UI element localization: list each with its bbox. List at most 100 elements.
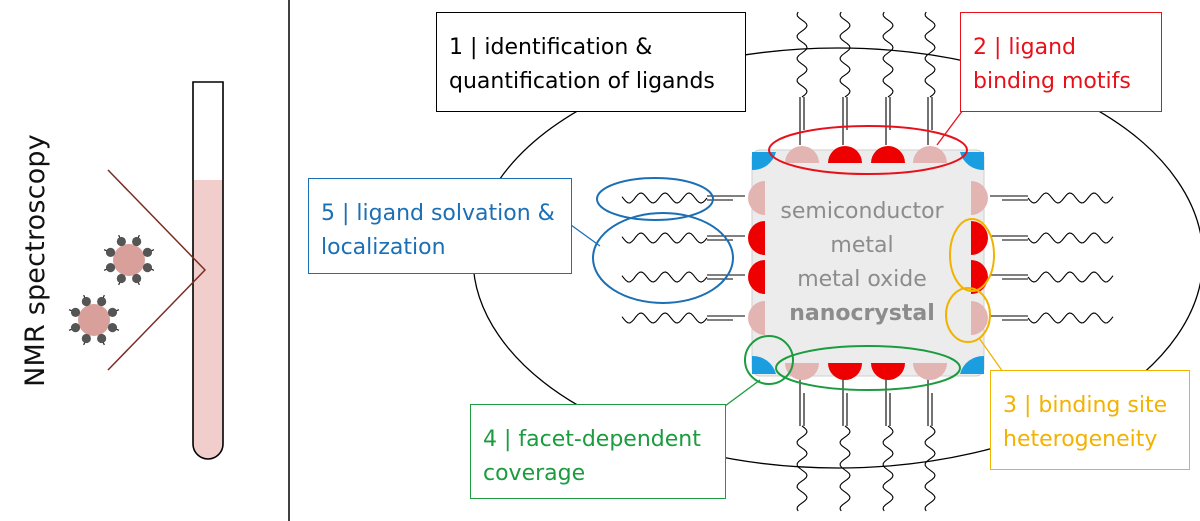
binding-sites-group bbox=[748, 146, 988, 380]
core-label-nanocrystal: nanocrystal bbox=[789, 301, 935, 326]
connector-binding-motifs bbox=[936, 109, 964, 146]
particle-ligand-head bbox=[81, 333, 91, 344]
callout-identification-line2: quantification of ligands bbox=[449, 69, 715, 94]
binding-site-top bbox=[785, 146, 819, 163]
binding-site-left bbox=[748, 260, 765, 294]
particle-ligand-head bbox=[97, 296, 107, 307]
core-label-metal-oxide: metal oxide bbox=[797, 267, 927, 292]
ligand-chain bbox=[621, 232, 708, 244]
ligand-chain bbox=[839, 11, 851, 98]
callout-coverage-line2: coverage bbox=[483, 461, 586, 486]
binding-site-top bbox=[871, 146, 905, 163]
highlight-solvation-lower bbox=[592, 212, 734, 304]
connector-coverage bbox=[724, 379, 761, 407]
nanoparticle-1 bbox=[113, 244, 145, 276]
highlight-heterogeneity-upper bbox=[949, 218, 995, 292]
highlight-heterogeneity-lower bbox=[945, 287, 991, 343]
highlight-solvation-upper bbox=[596, 177, 714, 221]
callout-ligand-binding-motifs: 2 | ligand binding motifs bbox=[960, 12, 1162, 112]
callout-binding-site-heterogeneity: 3 | binding site heterogeneity bbox=[990, 370, 1190, 470]
binding-site-left bbox=[748, 181, 765, 215]
binding-site-right bbox=[971, 181, 988, 215]
binding-site-right bbox=[971, 221, 988, 255]
ligand-chain bbox=[1027, 312, 1114, 324]
particle-ligand-head bbox=[116, 273, 126, 284]
binding-site-bottom bbox=[785, 363, 819, 380]
nmr-spectroscopy-label-wrap: NMR spectroscopy bbox=[10, 0, 60, 521]
callout-binding-motifs-line2: binding motifs bbox=[973, 69, 1131, 94]
ligand-chain bbox=[621, 271, 708, 283]
ligand-chain bbox=[924, 425, 936, 512]
connector-heterogeneity bbox=[978, 337, 1004, 373]
callout-connectors bbox=[570, 109, 1004, 407]
binding-site-bottom bbox=[913, 363, 947, 380]
binding-site-top bbox=[913, 146, 947, 163]
binding-site-right bbox=[971, 301, 988, 335]
nmr-tube bbox=[192, 81, 224, 460]
particle-ligand-head bbox=[142, 263, 153, 273]
connector-solvation bbox=[570, 224, 601, 247]
binding-site-bottom bbox=[828, 363, 862, 380]
highlight-ellipses bbox=[592, 125, 995, 391]
callout-heterogeneity-line2: heterogeneity bbox=[1003, 427, 1158, 452]
particle-ligand-head bbox=[107, 307, 118, 317]
callout-heterogeneity-line1: 3 | binding site bbox=[1003, 393, 1168, 418]
ligand-chain bbox=[796, 425, 808, 512]
callout-coverage-line1: 4 | facet-dependent bbox=[483, 427, 701, 452]
particle-ligand-head bbox=[81, 296, 91, 307]
ligand-chain bbox=[839, 425, 851, 512]
chevron-arrow bbox=[107, 169, 207, 371]
binding-site-top bbox=[828, 146, 862, 163]
binding-site-left bbox=[748, 221, 765, 255]
highlight-coverage-corner bbox=[744, 335, 794, 385]
particle-ligand-head bbox=[105, 263, 116, 273]
tube-liquid bbox=[193, 180, 223, 459]
particle-ligand-head bbox=[116, 236, 126, 247]
particle-ligand-head bbox=[142, 247, 153, 257]
callout-solvation-line1: 5 | ligand solvation & bbox=[321, 201, 555, 226]
nanocrystal-label: semiconductor metal metal oxide nanocrys… bbox=[762, 195, 962, 331]
binding-site-bottom bbox=[871, 363, 905, 380]
particle-ligand-head bbox=[97, 333, 107, 344]
binding-site-left bbox=[748, 301, 765, 335]
callout-binding-motifs-line1: 2 | ligand bbox=[973, 35, 1076, 60]
callout-solvation-line2: localization bbox=[321, 235, 446, 260]
highlight-binding-motifs bbox=[768, 125, 968, 175]
particle-ligand-head bbox=[70, 307, 81, 317]
corner-site-bottom-left bbox=[752, 355, 776, 374]
callout-identification-quantification: 1 | identification & quantification of l… bbox=[436, 12, 746, 112]
callout-ligand-solvation-localization: 5 | ligand solvation & localization bbox=[308, 178, 572, 274]
corner-site-bottom-right bbox=[960, 355, 984, 374]
ligand-chain bbox=[621, 192, 708, 204]
tube-outline bbox=[192, 81, 224, 460]
ligand-chain bbox=[796, 11, 808, 98]
corner-site-top-right bbox=[960, 152, 984, 171]
ligand-chain bbox=[924, 11, 936, 98]
particle-ligand-head bbox=[132, 273, 142, 284]
nanoparticle-2 bbox=[78, 304, 110, 336]
core-label-semiconductor: semiconductor bbox=[780, 199, 944, 224]
callout-identification-line1: 1 | identification & bbox=[449, 35, 653, 60]
core-label-metal: metal bbox=[830, 233, 894, 258]
corner-site-top-left bbox=[752, 152, 776, 171]
highlight-coverage-bottom bbox=[775, 345, 961, 391]
nanoparticles-group bbox=[68, 234, 155, 346]
ligand-chain bbox=[882, 425, 894, 512]
ligand-chains-group bbox=[621, 11, 1114, 512]
callout-facet-dependent-coverage: 4 | facet-dependent coverage bbox=[470, 404, 726, 499]
ligand-chain bbox=[882, 11, 894, 98]
ligand-chain bbox=[621, 312, 708, 324]
nmr-spectroscopy-label: NMR spectroscopy bbox=[19, 134, 51, 387]
ligand-chain bbox=[1027, 232, 1114, 244]
ligand-chain bbox=[1027, 192, 1114, 204]
arrow-chevron bbox=[107, 169, 207, 371]
particle-ligand-head bbox=[132, 236, 142, 247]
ligand-chain bbox=[1027, 271, 1114, 283]
particle-ligand-head bbox=[70, 323, 81, 333]
particle-ligand-head bbox=[105, 247, 116, 257]
nanocrystal-square bbox=[751, 149, 985, 377]
nanocrystal-core bbox=[751, 149, 985, 377]
particle-ligand-head bbox=[107, 323, 118, 333]
